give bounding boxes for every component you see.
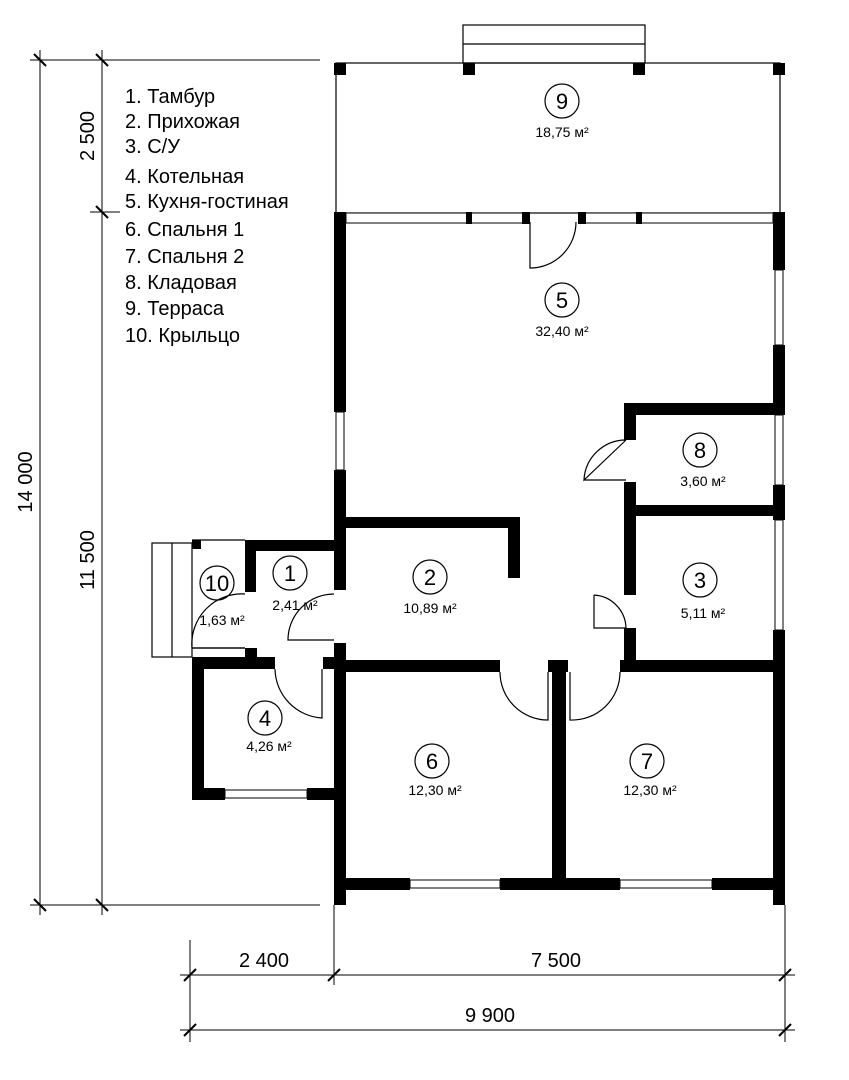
dim-terrace-depth: 2 500 — [77, 111, 99, 161]
svg-text:1,63 м²: 1,63 м² — [199, 612, 245, 628]
svg-text:3,60 м²: 3,60 м² — [680, 473, 726, 489]
svg-text:2,41 м²: 2,41 м² — [272, 597, 318, 613]
room-8: 8 3,60 м² — [680, 432, 726, 489]
svg-text:32,40 м²: 32,40 м² — [535, 323, 589, 339]
svg-text:10: 10 — [205, 571, 229, 596]
legend-item: 6. Спальня 1 — [125, 219, 244, 241]
dim-total-width: 9 900 — [465, 1005, 515, 1027]
legend: 1. Тамбур 2. Прихожая 3. С/У 4. Котельна… — [125, 86, 289, 347]
room-6: 6 12,30 м² — [408, 743, 462, 798]
svg-text:9: 9 — [556, 89, 568, 114]
dim-porch-width: 2 400 — [239, 950, 289, 972]
legend-item: 7. Спальня 2 — [125, 246, 244, 268]
dimension-lines: 14 000 2 500 11 500 2 400 7 500 9 900 — [15, 50, 795, 1042]
svg-text:8: 8 — [694, 438, 706, 463]
legend-item: 10. Крыльцо — [125, 325, 240, 347]
svg-text:5: 5 — [556, 288, 568, 313]
svg-text:6: 6 — [426, 749, 438, 774]
dim-house-width: 7 500 — [531, 950, 581, 972]
svg-text:4: 4 — [259, 706, 271, 731]
room-5: 5 32,40 м² — [535, 282, 589, 339]
legend-item: 9. Терраса — [125, 298, 225, 320]
legend-item: 2. Прихожая — [125, 111, 240, 133]
room-2: 2 10,89 м² — [403, 559, 457, 616]
svg-text:3: 3 — [694, 568, 706, 593]
legend-item: 1. Тамбур — [125, 86, 215, 108]
room-3: 3 5,11 м² — [681, 562, 726, 621]
svg-text:1: 1 — [284, 561, 296, 586]
room-10: 10 1,63 м² — [199, 565, 245, 628]
svg-text:2: 2 — [424, 565, 436, 590]
svg-text:12,30 м²: 12,30 м² — [623, 782, 677, 798]
dim-total-height: 14 000 — [15, 451, 37, 512]
room-1: 1 2,41 м² — [272, 555, 318, 613]
room-9: 9 18,75 м² — [535, 83, 589, 140]
svg-text:10,89 м²: 10,89 м² — [403, 600, 457, 616]
room-4: 4 4,26 м² — [246, 700, 292, 754]
svg-text:12,30 м²: 12,30 м² — [408, 782, 462, 798]
legend-item: 5. Кухня-гостиная — [125, 191, 289, 213]
legend-item: 8. Кладовая — [125, 272, 237, 294]
svg-text:5,11 м²: 5,11 м² — [681, 605, 726, 621]
legend-item: 4. Котельная — [125, 166, 244, 188]
room-7: 7 12,30 м² — [623, 743, 677, 798]
doors — [191, 221, 627, 721]
dim-house-depth: 11 500 — [77, 530, 99, 590]
walls — [192, 212, 785, 905]
legend-item: 3. С/У — [125, 136, 180, 158]
porch — [151, 539, 245, 658]
svg-text:4,26 м²: 4,26 м² — [246, 738, 292, 754]
svg-text:18,75 м²: 18,75 м² — [535, 124, 589, 140]
svg-text:7: 7 — [641, 749, 653, 774]
room-labels: 9 18,75 м² 5 32,40 м² 8 3,60 м² 2 10,89 м² 3… — [199, 83, 726, 798]
terrace — [334, 24, 785, 214]
